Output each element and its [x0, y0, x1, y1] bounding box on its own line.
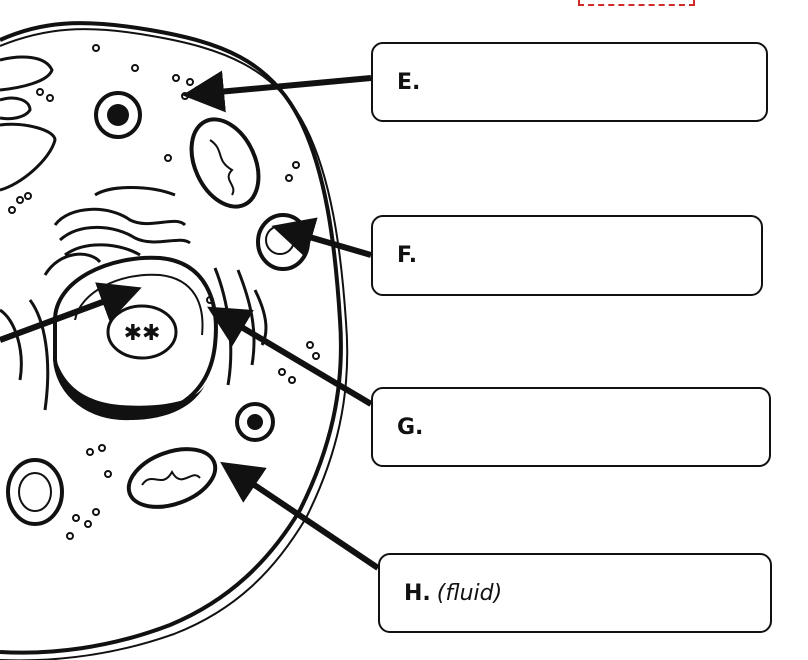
label-f-text: F.: [397, 243, 418, 268]
label-box-g[interactable]: G.: [371, 387, 771, 467]
label-g-text: G.: [397, 414, 424, 440]
label-e-text: E.: [397, 69, 421, 95]
small-vesicle: [94, 91, 275, 442]
cell-membrane: [0, 21, 343, 655]
arrow-e: [182, 70, 372, 113]
lysosome: [256, 213, 310, 271]
label-h-text: H.: [404, 580, 431, 606]
mitochondrion: [189, 117, 261, 209]
mitochondrion: [126, 447, 218, 509]
arrow-nucleus: [0, 282, 142, 343]
vesicle-stack: [0, 55, 57, 192]
label-box-h[interactable]: H. (fluid): [378, 553, 772, 633]
nucleolus: ✱✱: [106, 304, 178, 360]
dashed-marker: [578, 0, 695, 6]
arrow-f: [271, 217, 372, 258]
cell-membrane-outer: [0, 28, 349, 660]
ribosomes: [8, 44, 320, 540]
label-box-e[interactable]: E.: [371, 42, 768, 122]
arrow-h: [220, 461, 380, 571]
label-box-f[interactable]: F.: [371, 215, 763, 296]
arrow-g: [207, 306, 373, 407]
golgi-apparatus: [43, 186, 191, 276]
vacuole: [6, 458, 64, 526]
svg-text:✱✱: ✱✱: [124, 321, 161, 346]
label-h-hint: (fluid): [436, 580, 503, 606]
